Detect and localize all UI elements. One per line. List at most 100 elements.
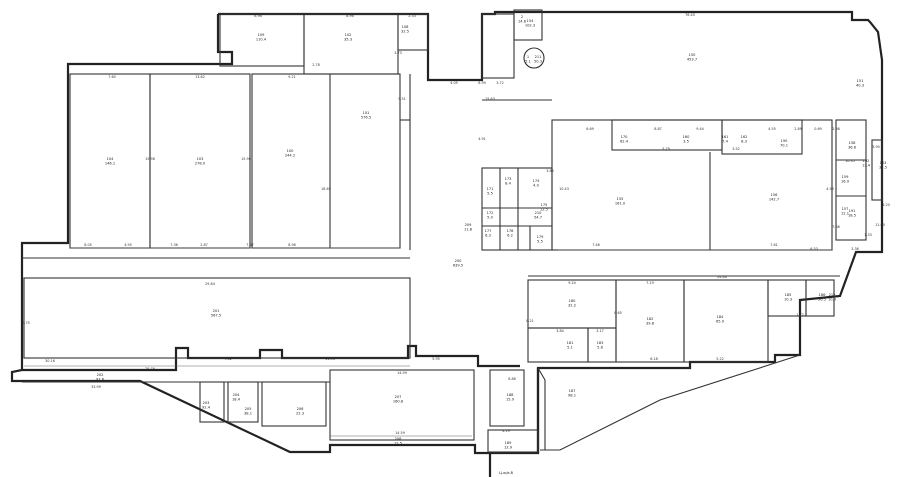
dimension-label: 7.36: [170, 243, 178, 247]
dimension-label: 8.96: [288, 243, 296, 247]
dimension-label: 3.86: [546, 169, 554, 173]
room-area-label: 146.1: [105, 162, 115, 166]
room-number-label: 1: [527, 55, 529, 59]
dimension-label: 15.98: [145, 157, 155, 161]
dimension-label: 6.75: [22, 321, 30, 325]
room-number-label: 150: [689, 53, 697, 57]
dimension-label: 3.90: [872, 145, 880, 149]
room-area-label: 102.3: [525, 24, 535, 28]
room-area-label: 12.5: [394, 442, 402, 446]
inner-walls: [22, 9, 883, 453]
dimension-label: 8.65: [614, 311, 622, 315]
dimension-label: 1.72: [796, 313, 804, 317]
room-number-label: 2: [521, 15, 523, 19]
dimension-label: 28.76: [145, 367, 155, 371]
room-area-label: 12.9: [504, 446, 513, 450]
room-number-label: 187: [569, 389, 576, 393]
dimension-label: 30.16: [45, 359, 55, 363]
dimension-label: 2.87: [200, 243, 208, 247]
room-number-label: 181: [567, 341, 574, 345]
room-area-label: 453.7: [687, 58, 697, 62]
dimension-label: 5.79: [662, 147, 670, 151]
room-area-label: 8.3: [741, 140, 747, 144]
dimension-label: 8.87: [654, 127, 662, 131]
room-number-label: 174: [533, 179, 541, 183]
room-number-label: 190: [781, 139, 789, 143]
room-area-label: 3.5: [683, 140, 689, 144]
room-number-label: 211: [535, 55, 542, 59]
room-number-label: 171: [487, 187, 494, 191]
dimension-label: 4.53: [826, 187, 834, 191]
dimension-label: 9.44: [696, 127, 704, 131]
room-area-label: 12.1: [841, 212, 849, 216]
room-number-label: 151: [857, 79, 864, 83]
room-number-label: 157: [842, 207, 849, 211]
dimension-label: 24.60: [717, 275, 727, 279]
dimension-label: 5.95: [432, 357, 440, 361]
dimension-label: 4.95: [124, 243, 132, 247]
dimension-label: 3.73: [394, 51, 402, 55]
room-area-label: 567.5: [211, 314, 221, 318]
room-number-label: 172: [487, 211, 494, 215]
room-number-label: 209: [465, 223, 473, 227]
dimension-label: 3.84: [556, 329, 564, 333]
room-area-label: 98.1: [568, 394, 576, 398]
room-area-label: 12.5: [540, 208, 548, 212]
dimension-label: 4.91: [478, 137, 486, 141]
room-area-label: 4.0: [533, 184, 539, 188]
dimension-label: 76.40: [685, 13, 695, 17]
dimension-label: 8.99: [478, 81, 486, 85]
dimension-label: 13.62: [195, 75, 205, 79]
room-area-label: 5.8: [597, 346, 603, 350]
dimension-label: 8.05: [84, 243, 92, 247]
dimension-label: 15.63: [485, 97, 495, 101]
room-labels: 10832.5109110.410235.3104146.1103278.010…: [96, 15, 887, 450]
room-number-label: 200: [455, 259, 463, 263]
room-area-label: 70.1: [780, 144, 788, 148]
room-number-label: 207: [395, 395, 402, 399]
room-area-label: 639.5: [453, 264, 463, 268]
room-area-label: 39.8: [646, 322, 655, 326]
dimension-label: 6.53: [810, 247, 818, 251]
room-number-label: 178: [507, 229, 515, 233]
room-number-label: 201: [213, 309, 220, 313]
room-area-label: 34.5: [879, 166, 887, 170]
dimension-label: 2.98: [832, 127, 840, 131]
dimension-label: 4.55: [768, 127, 776, 131]
dimension-label: 9.24: [568, 281, 576, 285]
dimension-label: 2.89: [794, 127, 802, 131]
room-area-label: 7.4: [722, 140, 728, 144]
dimension-label: 3.52: [732, 147, 740, 151]
room-area-label: 13.4: [862, 164, 871, 168]
room-number-label: 155: [617, 197, 624, 201]
room-number-label: 153: [880, 161, 887, 165]
dimension-label: 11.60: [875, 223, 885, 227]
room-number-label: 186: [819, 293, 827, 297]
room-area-label: 18.5: [848, 214, 856, 218]
dimension-label: 4.20: [882, 203, 890, 207]
room-area-label: 32.2: [568, 304, 576, 308]
dimension-label: 8.98: [254, 14, 262, 18]
room-number-label: 191: [849, 209, 856, 213]
room-number-label: 103: [197, 157, 204, 161]
dimension-label: 3.72: [496, 81, 504, 85]
room-area-label: 5.5: [537, 240, 543, 244]
room-number-label: 104: [107, 157, 115, 161]
dimension-label: 11.94: [325, 357, 335, 361]
room-number-label: 160: [683, 135, 691, 139]
room-area-label: 54.7: [534, 216, 542, 220]
dimension-label: 6.86: [508, 377, 516, 381]
room-number-label: 154: [527, 19, 535, 23]
dimension-label: 14.59: [395, 431, 405, 435]
room-number-label: 101: [363, 111, 370, 115]
room-area-label: 161.0: [615, 202, 626, 206]
room-number-label: 156: [771, 193, 779, 197]
dimension-label: 10.43: [559, 187, 569, 191]
room-area-label: 50.3: [534, 60, 542, 64]
room-number-label: 173: [505, 177, 512, 181]
room-number-label: 189: [505, 441, 513, 445]
dimension-label: 2.78: [312, 63, 320, 67]
room-number-label: 192: [863, 159, 870, 163]
